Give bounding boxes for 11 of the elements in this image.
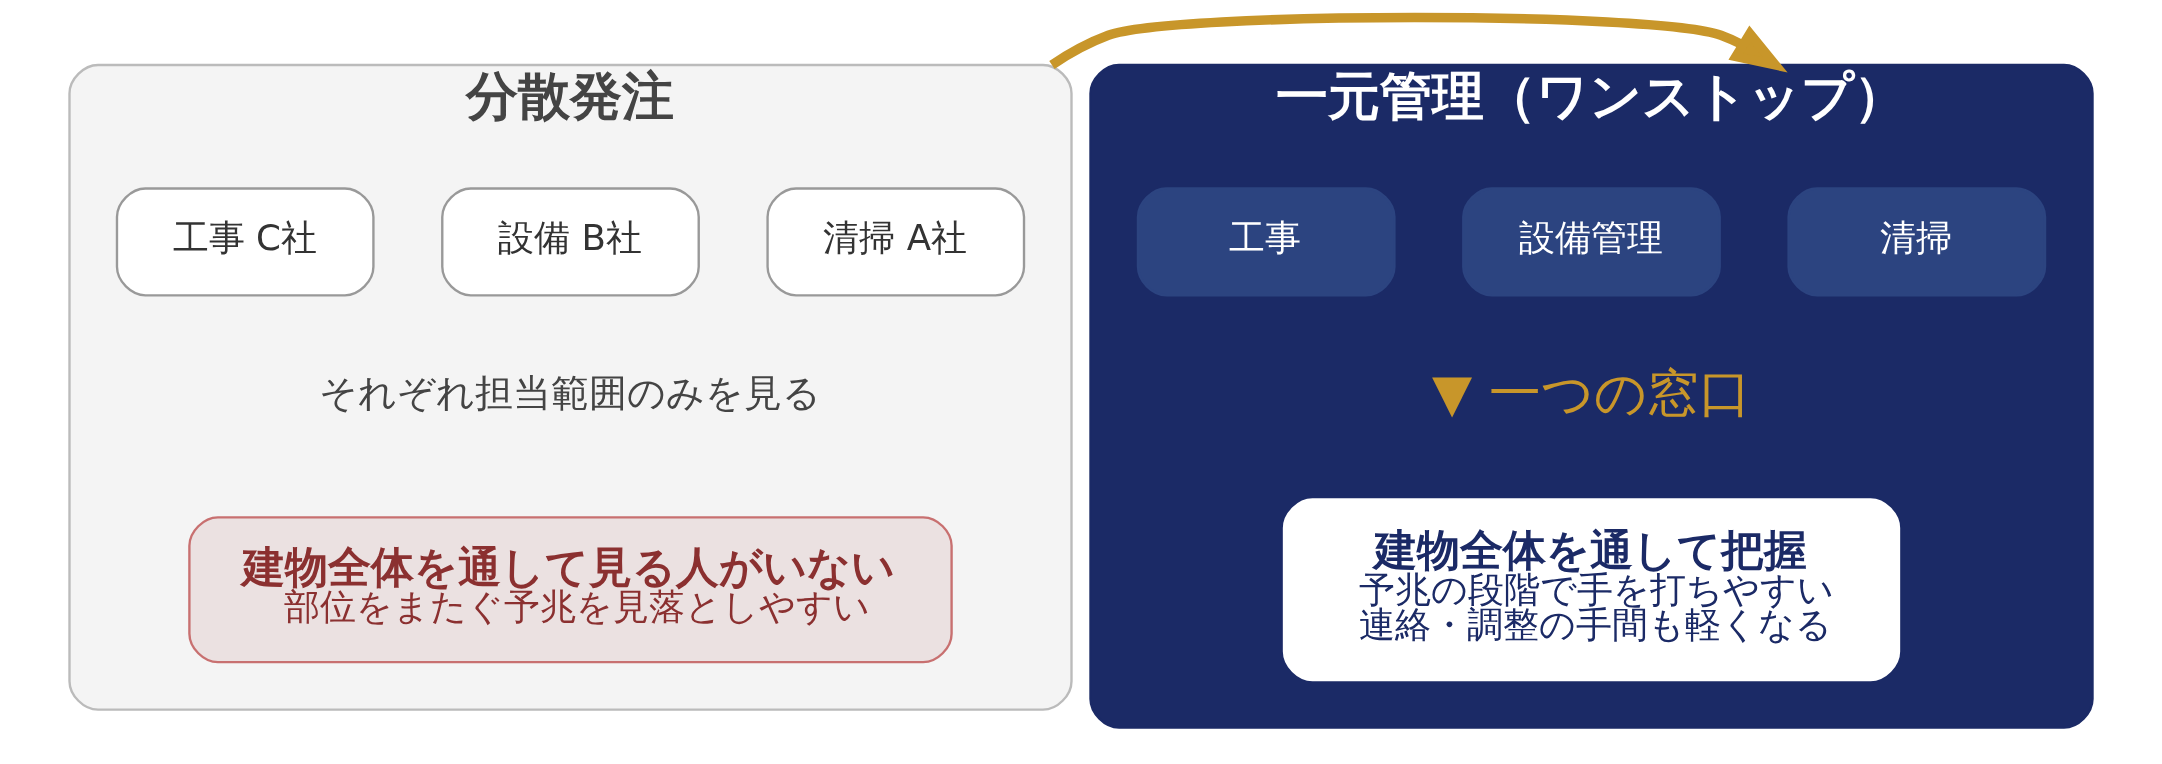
node-box: 清掃 [1787, 187, 2047, 297]
node-box: 工事 [1136, 187, 1396, 297]
node-box: 工事 C社 [115, 187, 375, 297]
label: それぞれ担当範囲のみを見る [319, 371, 822, 416]
node-box: 建物全体を通して見る人がいない 部位をまたぐ予兆を見落としやすい [188, 516, 953, 664]
node-box: 設備管理 [1462, 187, 1721, 297]
node-box: 建物全体を通して把握 予兆の段階で手を打ちやすい 連絡・調整の手間も軽くなる [1282, 498, 1901, 682]
node-box: 清掃 A社 [766, 187, 1026, 297]
node-box: 設備 B社 [441, 187, 700, 297]
label: ▼ 一つの窓口 [1432, 362, 1751, 423]
arrow [1049, 12, 1788, 73]
